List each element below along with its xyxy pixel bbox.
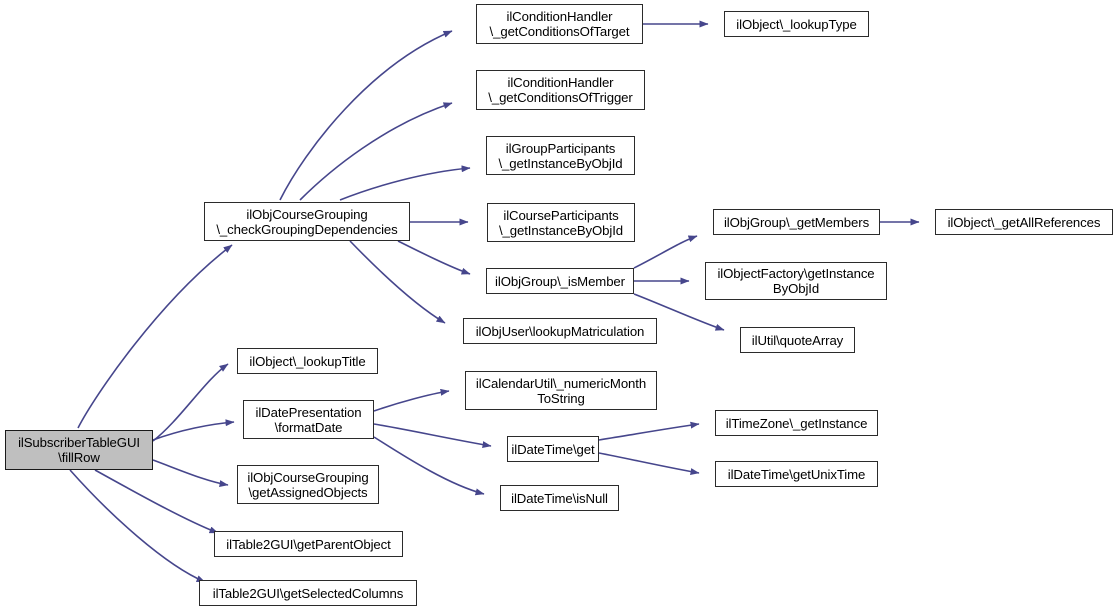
graph-node-courseparts[interactable]: ilCourseParticipants \_getInstanceByObjI… xyxy=(487,203,635,242)
graph-node-quotearray[interactable]: ilUtil\quoteArray xyxy=(740,327,855,353)
graph-node-root[interactable]: ilSubscriberTableGUI \fillRow xyxy=(5,430,153,470)
graph-node-allrefs[interactable]: ilObject\_getAllReferences xyxy=(935,209,1113,235)
edge-formatdate-to-monthtostring xyxy=(373,388,450,412)
graph-node-label-lookuptype: ilObject\_lookupType xyxy=(736,16,857,32)
edge-root-to-lookuptitle xyxy=(152,363,229,442)
graph-node-label-getmembers: ilObjGroup\_getMembers xyxy=(723,214,870,230)
graph-node-lookuptype[interactable]: ilObject\_lookupType xyxy=(724,11,869,37)
edge-root-to-selectedcols xyxy=(69,469,206,583)
graph-node-formatdate[interactable]: ilDatePresentation \formatDate xyxy=(243,400,374,439)
edge-dtget-to-timezone xyxy=(598,421,700,441)
graph-node-label-checkgroup: ilObjCourseGrouping \_checkGroupingDepen… xyxy=(216,206,398,237)
graph-node-selectedcols[interactable]: ilTable2GUI\getSelectedColumns xyxy=(199,580,417,606)
graph-node-parentobject[interactable]: ilTable2GUI\getParentObject xyxy=(214,531,403,557)
graph-node-label-courseparts: ilCourseParticipants \_getInstanceByObjI… xyxy=(498,207,624,238)
edge-root-to-parentobject xyxy=(94,469,219,534)
edge-checkgroup-to-ismember xyxy=(397,240,471,275)
edge-root-to-formatdate xyxy=(152,419,235,441)
graph-node-label-lookuptitle: ilObject\_lookupTitle xyxy=(249,353,366,369)
graph-node-label-root: ilSubscriberTableGUI \fillRow xyxy=(18,435,140,465)
graph-node-label-parentobject: ilTable2GUI\getParentObject xyxy=(226,536,391,552)
graph-node-label-dtget: ilDateTime\get xyxy=(511,441,595,457)
graph-node-label-timezone: ilTimeZone\_getInstance xyxy=(725,415,868,431)
graph-node-ismember[interactable]: ilObjGroup\_isMember xyxy=(486,268,634,294)
graph-node-unixtime[interactable]: ilDateTime\getUnixTime xyxy=(715,461,878,487)
graph-node-condtrigger[interactable]: ilConditionHandler \_getConditionsOfTrig… xyxy=(476,70,645,110)
graph-node-label-quotearray: ilUtil\quoteArray xyxy=(751,332,844,348)
graph-node-objfactory[interactable]: ilObjectFactory\getInstance ByObjId xyxy=(705,262,887,300)
edge-formatdate-to-dtisnull xyxy=(373,436,485,496)
edge-root-to-checkgroup xyxy=(77,244,233,429)
graph-node-label-condtrigger: ilConditionHandler \_getConditionsOfTrig… xyxy=(488,75,633,105)
graph-node-getmembers[interactable]: ilObjGroup\_getMembers xyxy=(713,209,880,235)
edge-dtget-to-unixtime xyxy=(598,452,700,476)
graph-node-timezone[interactable]: ilTimeZone\_getInstance xyxy=(715,410,878,436)
edge-checkgroup-to-condtrigger xyxy=(299,102,453,201)
graph-node-label-selectedcols: ilTable2GUI\getSelectedColumns xyxy=(212,585,404,601)
graph-node-lookuptitle[interactable]: ilObject\_lookupTitle xyxy=(237,348,378,374)
edge-formatdate-to-dtget xyxy=(373,423,492,449)
edge-checkgroup-to-condtarget xyxy=(279,30,453,201)
graph-node-assignedobjects[interactable]: ilObjCourseGrouping \getAssignedObjects xyxy=(237,465,379,504)
graph-node-matriculation[interactable]: ilObjUser\lookupMatriculation xyxy=(463,318,657,344)
graph-node-label-allrefs: ilObject\_getAllReferences xyxy=(947,214,1101,230)
graph-node-label-matriculation: ilObjUser\lookupMatriculation xyxy=(475,323,645,339)
graph-node-label-objfactory: ilObjectFactory\getInstance ByObjId xyxy=(717,266,875,296)
graph-node-label-assignedobjects: ilObjCourseGrouping \getAssignedObjects xyxy=(247,469,369,500)
edge-checkgroup-to-matriculation xyxy=(349,240,446,324)
graph-node-label-dtisnull: ilDateTime\isNull xyxy=(511,490,608,506)
graph-node-condtarget[interactable]: ilConditionHandler \_getConditionsOfTarg… xyxy=(476,4,643,44)
graph-node-dtget[interactable]: ilDateTime\get xyxy=(507,436,599,462)
graph-node-dtisnull[interactable]: ilDateTime\isNull xyxy=(500,485,619,511)
edge-checkgroup-to-groupparts xyxy=(339,165,471,201)
graph-node-groupparts[interactable]: ilGroupParticipants \_getInstanceByObjId xyxy=(486,136,635,175)
graph-node-monthtostring[interactable]: ilCalendarUtil\_numericMonth ToString xyxy=(465,371,657,410)
graph-node-label-ismember: ilObjGroup\_isMember xyxy=(495,273,625,289)
graph-node-checkgroup[interactable]: ilObjCourseGrouping \_checkGroupingDepen… xyxy=(204,202,410,241)
graph-node-label-condtarget: ilConditionHandler \_getConditionsOfTarg… xyxy=(489,9,630,39)
graph-node-label-groupparts: ilGroupParticipants \_getInstanceByObjId xyxy=(498,140,623,171)
edge-root-to-assignedobjects xyxy=(152,459,229,487)
graph-node-label-monthtostring: ilCalendarUtil\_numericMonth ToString xyxy=(475,375,647,406)
graph-node-label-unixtime: ilDateTime\getUnixTime xyxy=(727,466,866,482)
edge-ismember-to-getmembers xyxy=(633,235,698,269)
graph-node-label-formatdate: ilDatePresentation \formatDate xyxy=(255,404,362,435)
